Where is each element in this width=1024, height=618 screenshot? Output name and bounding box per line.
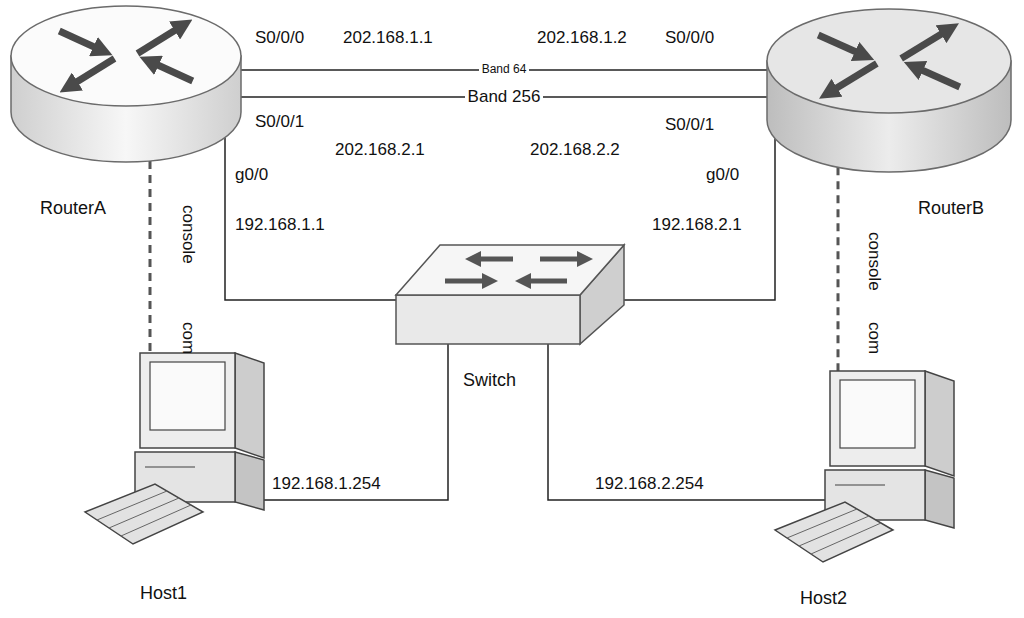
interface-name: S0/0/1: [665, 115, 714, 135]
router-icon-outline-part: [767, 9, 1011, 113]
switch-icon-outline-part: [396, 245, 624, 295]
ethernet-link: [264, 344, 448, 500]
port-name: console: [178, 205, 198, 264]
link-bandwidth: Band 64: [479, 63, 530, 76]
router-icon-outline-part: [59, 31, 103, 51]
switch-icon-outline-part: [523, 279, 567, 284]
router-icon-outline-part: [149, 61, 193, 81]
ip-address: 192.168.1.1: [235, 215, 325, 235]
node-label: RouterB: [918, 198, 984, 219]
router-icon-outline-part: [11, 6, 241, 106]
router-icon-outline: [10, 5, 242, 163]
router-icon-outline-part: [69, 59, 115, 88]
ip-address: 192.168.2.254: [595, 474, 704, 494]
host-computer-outline-part: [140, 353, 235, 448]
ip-address: 192.168.2.1: [652, 215, 742, 235]
host-computer-outline-part: [150, 362, 225, 430]
node-label: Switch: [463, 370, 516, 391]
host-computer: Host2: [775, 370, 955, 580]
switch-icon: Switch: [395, 240, 625, 345]
host-computer-outline: [85, 352, 265, 562]
ip-address: 202.168.1.2: [537, 28, 627, 48]
switch-icon-outline: [395, 240, 625, 345]
interface-name: g0/0: [706, 165, 739, 185]
host-computer-outline-part: [109, 498, 179, 528]
host-computer-outline-part: [97, 491, 167, 520]
host-computer-outline-part: [775, 502, 893, 562]
ip-address: 192.168.1.254: [272, 474, 381, 494]
host-computer-outline-part: [145, 466, 195, 468]
host-computer-outline-part: [925, 371, 954, 476]
switch-icon-outline-part: [445, 279, 490, 284]
node-label: RouterA: [40, 198, 106, 219]
host-computer-outline-part: [235, 353, 264, 458]
node-label: Host1: [140, 583, 187, 604]
interface-name: g0/0: [235, 165, 268, 185]
host-computer-outline-part: [235, 452, 264, 510]
console-cable: [149, 161, 152, 353]
ip-address: 202.168.2.2: [530, 140, 620, 160]
host-computer: Host1: [85, 352, 265, 562]
router-icon-outline-part: [138, 25, 184, 54]
ethernet-link: [548, 344, 825, 500]
host-computer-outline-part: [830, 371, 925, 466]
interface-name: S0/0/0: [665, 28, 714, 48]
router-icon-outline-part: [818, 35, 864, 56]
router-icon-outline-part: [828, 64, 877, 94]
ip-address: 202.168.1.1: [343, 28, 433, 48]
host-computer-outline-part: [811, 523, 881, 554]
host-computer-outline-part: [799, 516, 869, 546]
port-name: console: [864, 232, 884, 291]
host-computer-outline-part: [85, 484, 203, 544]
host-computer-outline: [775, 370, 955, 580]
router-icon: RouterA: [10, 5, 242, 163]
router-icon: RouterB: [766, 8, 1012, 173]
switch-icon-outline-part: [396, 295, 580, 344]
host-computer-outline-part: [835, 484, 885, 486]
port-name: com: [864, 322, 884, 354]
router-icon-outline: [766, 8, 1012, 173]
ethernet-link: [225, 137, 396, 300]
port-name: com: [178, 322, 198, 354]
switch-icon-outline-part: [473, 257, 513, 262]
host-computer-outline-part: [121, 505, 191, 536]
host-computer-outline-part: [840, 380, 915, 448]
link-bandwidth: Band 256: [465, 88, 544, 107]
router-icon-outline-part: [913, 66, 959, 87]
interface-name: S0/0/1: [255, 112, 304, 132]
ip-address: 202.168.2.1: [335, 140, 425, 160]
node-label: Host2: [800, 588, 847, 609]
switch-icon-outline-part: [540, 257, 585, 262]
ethernet-link: [624, 139, 775, 300]
host-computer-outline-part: [787, 509, 857, 538]
router-icon-outline-part: [901, 29, 950, 59]
host-computer-outline-part: [925, 470, 954, 528]
console-cable: [837, 167, 840, 371]
interface-name: S0/0/0: [255, 28, 304, 48]
